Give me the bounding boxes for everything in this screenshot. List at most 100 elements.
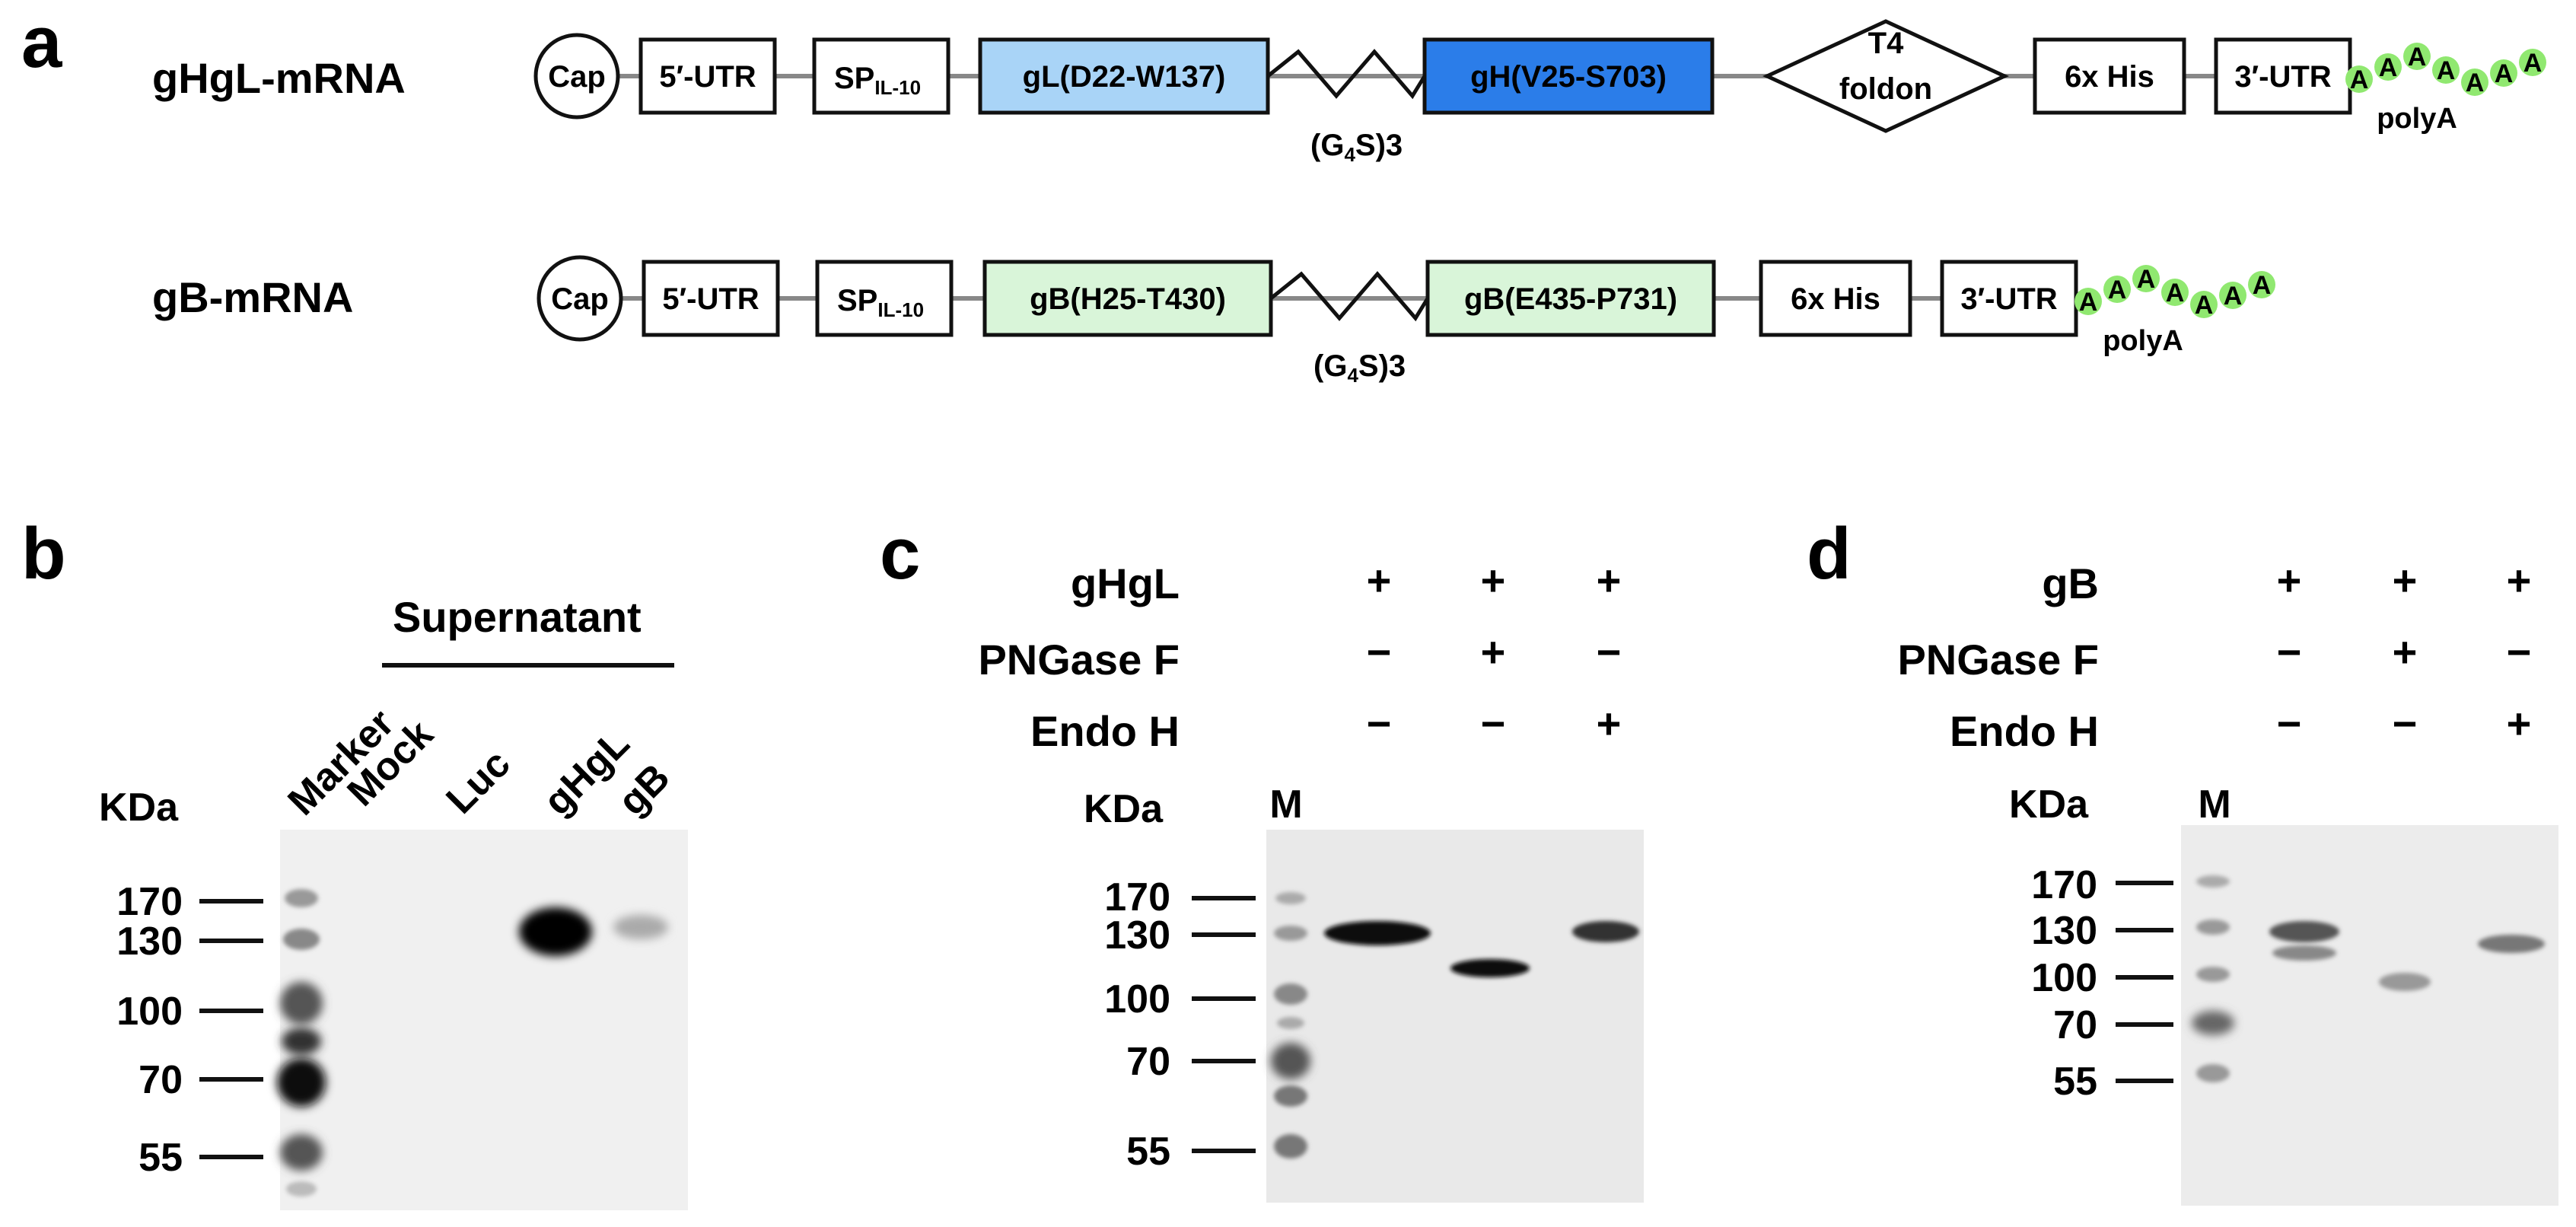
condition-label-gb: gB	[2042, 559, 2099, 607]
sign: −	[1597, 628, 1622, 676]
gb-pngase-band	[2379, 973, 2431, 991]
polya-letter: A	[2137, 265, 2156, 294]
polya-letter: A	[2350, 65, 2369, 94]
gl-domain-label: gL(D22-W137)	[1023, 60, 1226, 94]
polya-letter: A	[2079, 288, 2098, 317]
panel-c-label: c	[880, 513, 920, 594]
his-label: 6x His	[1791, 282, 1880, 316]
polya-bead	[2374, 53, 2402, 81]
marker-band-70	[277, 1058, 326, 1107]
cap-circle	[533, 33, 620, 120]
marker-band	[1271, 1043, 1310, 1079]
polya-letter: A	[2108, 276, 2127, 304]
marker-band	[1274, 983, 1307, 1005]
blot-d-bands	[2192, 875, 2545, 1082]
marker-band	[1274, 1085, 1307, 1107]
his-box	[2033, 37, 2186, 115]
polya-bead	[2490, 59, 2517, 87]
gb-band	[613, 915, 668, 939]
polya-bead	[2190, 291, 2218, 318]
condition-label-endoh: Endo H	[1950, 707, 2099, 755]
marker-band	[2196, 919, 2230, 935]
polya-bead	[2219, 282, 2246, 309]
marker-band-low	[286, 1181, 317, 1197]
linker-zigzag	[1269, 271, 1430, 322]
construct-ghgl: gHgL-mRNA Cap 5′-UTR SPIL-10 gL(D22-W137…	[152, 19, 2546, 166]
gb-domain2-label: gB(E435-P731)	[1464, 282, 1677, 316]
linker-label: (G4S)3	[1310, 129, 1403, 166]
marker-170: 170	[116, 880, 183, 924]
sp-label: SPIL-10	[834, 62, 921, 99]
sign: +	[2393, 556, 2418, 604]
gb-domain2-box	[1425, 260, 1716, 337]
ghgl-pngase-band	[1450, 959, 1530, 977]
sign: +	[2277, 556, 2302, 604]
marker-55: 55	[1126, 1130, 1170, 1174]
kda-markers-c: 170 130 100 70 55	[1104, 875, 1256, 1174]
his-label: 6x His	[2065, 60, 2154, 94]
kda-unit: KDa	[2009, 782, 2089, 827]
marker-55: 55	[139, 1136, 183, 1180]
blot-b-bands	[277, 889, 668, 1197]
marker-band	[1274, 926, 1307, 941]
polya-letter: A	[2253, 271, 2272, 300]
marker-70: 70	[1126, 1040, 1170, 1084]
polya-letter: A	[2166, 279, 2185, 308]
gh-domain-box	[1422, 37, 1715, 115]
sign: +	[2507, 556, 2532, 604]
sign: +	[2393, 628, 2418, 676]
marker-band-170	[285, 889, 318, 907]
marker-100: 100	[1104, 977, 1170, 1021]
sp-subscript: IL-10	[874, 76, 921, 99]
linker-subscript: 4	[1347, 364, 1358, 387]
ghgl-untreated-band	[1324, 921, 1431, 945]
polya-letter: A	[2224, 282, 2243, 311]
sign: +	[1597, 556, 1622, 604]
sign: −	[2507, 628, 2532, 676]
foldon-label-1: T4	[1868, 27, 1904, 60]
his-box	[1759, 260, 1912, 337]
sign: −	[1481, 700, 1506, 747]
sign: −	[2277, 700, 2302, 747]
blot-b	[280, 830, 688, 1210]
marker-band	[2192, 1011, 2234, 1035]
linker-label: (G4S)3	[1313, 349, 1406, 387]
marker-130: 130	[1104, 913, 1170, 958]
panel-b-label: b	[21, 513, 66, 594]
marker-100: 100	[116, 990, 183, 1034]
polya-bead	[2461, 69, 2488, 96]
marker-band	[2196, 875, 2230, 888]
blot-c	[1266, 830, 1644, 1203]
kda-markers-b: 170 130 100 70 55	[116, 880, 263, 1180]
kda-unit: KDa	[1084, 787, 1164, 831]
polya-bead	[2345, 65, 2373, 93]
marker-band	[2196, 967, 2230, 982]
panel-b: b Supernatant KDa Marker Mock Luc gHgL g…	[21, 513, 688, 1210]
polya-bead	[2248, 271, 2275, 298]
kda-markers-d: 170 130 100 70 55	[2031, 863, 2173, 1104]
marker-130: 130	[2031, 909, 2097, 953]
marker-170: 170	[1104, 875, 1170, 919]
sign: +	[1597, 700, 1622, 747]
polya-letter: A	[2466, 69, 2485, 97]
polya-bead	[2432, 56, 2460, 84]
linker-zigzag	[1266, 49, 1427, 100]
kda-unit: KDa	[99, 786, 179, 830]
gb-untreated-band-upper	[2269, 921, 2339, 942]
marker-band-130	[283, 929, 320, 950]
condition-label-ghgl: gHgL	[1071, 559, 1180, 607]
marker-lane-label: M	[2198, 782, 2231, 827]
marker-band	[1277, 1017, 1304, 1029]
marker-100: 100	[2031, 956, 2097, 1000]
utr5-label: 5′-UTR	[659, 60, 756, 94]
polya-letter: A	[2437, 56, 2456, 85]
marker-band	[2196, 1064, 2230, 1082]
lane-label-ghgl: gHgL	[535, 722, 638, 824]
sign: +	[1481, 628, 1506, 676]
construct-gb: gB-mRNA Cap 5′-UTR SPIL-10 gB(H25-T430) …	[152, 255, 2275, 387]
utr5-label: 5′-UTR	[662, 282, 759, 316]
linker-subscript: 4	[1344, 143, 1355, 166]
